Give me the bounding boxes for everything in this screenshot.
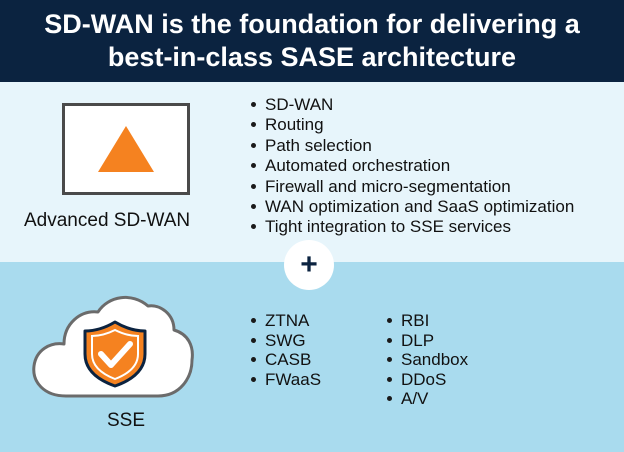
sse-feature-list-col1: ZTNA SWG CASB FWaaS	[249, 311, 321, 389]
header-title-line2: best-in-class SASE architecture	[107, 42, 517, 72]
sdwan-label: Advanced SD-WAN	[24, 210, 191, 231]
list-item: Tight integration to SSE services	[249, 217, 574, 237]
header-title-line1: SD-WAN is the foundation for delivering …	[44, 9, 580, 39]
sse-feature-list-col2: RBI DLP Sandbox DDoS A/V	[385, 311, 468, 409]
list-item: DLP	[385, 331, 468, 351]
list-item: RBI	[385, 311, 468, 331]
header-banner: SD-WAN is the foundation for delivering …	[0, 0, 624, 82]
plus-icon: +	[284, 240, 334, 290]
list-item: SD-WAN	[249, 95, 574, 115]
cloud-shield-check-icon	[32, 295, 194, 398]
list-item: A/V	[385, 389, 468, 409]
sse-label: SSE	[107, 410, 146, 431]
list-item: Routing	[249, 115, 574, 135]
list-item: SWG	[249, 331, 321, 351]
sdwan-feature-list: SD-WAN Routing Path selection Automated …	[249, 95, 574, 238]
list-item: CASB	[249, 350, 321, 370]
orange-triangle-icon	[98, 126, 154, 172]
list-item: Firewall and micro-segmentation	[249, 177, 574, 197]
sdwan-screen-frame	[62, 103, 190, 195]
list-item: ZTNA	[249, 311, 321, 331]
list-item: WAN optimization and SaaS optimization	[249, 197, 574, 217]
list-item: Sandbox	[385, 350, 468, 370]
list-item: Automated orchestration	[249, 156, 574, 176]
list-item: FWaaS	[249, 370, 321, 390]
list-item: DDoS	[385, 370, 468, 390]
list-item: Path selection	[249, 136, 574, 156]
